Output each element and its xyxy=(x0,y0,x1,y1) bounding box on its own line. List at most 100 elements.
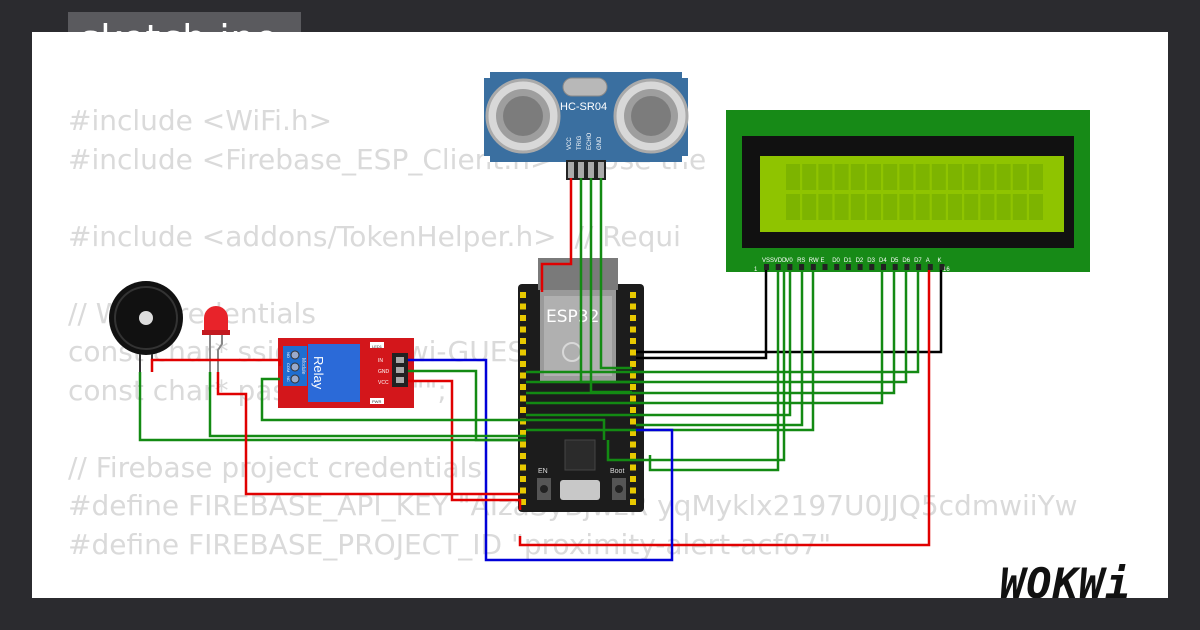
lcd-cell xyxy=(802,164,817,190)
esp32-pin[interactable] xyxy=(520,361,526,367)
lcd-pin-label: D2 xyxy=(856,258,864,264)
lcd-cell xyxy=(818,194,833,220)
wire-lcd-rs xyxy=(526,270,792,417)
esp32-pin[interactable] xyxy=(520,464,526,471)
lcd-pin[interactable] xyxy=(881,264,886,270)
lcd-pin[interactable] xyxy=(834,264,840,270)
esp32-pin[interactable] xyxy=(520,453,526,459)
lcd-pin[interactable] xyxy=(916,264,922,270)
wire-lcd-e xyxy=(526,270,815,432)
esp32-pin[interactable] xyxy=(520,315,526,321)
wire-lcd-d7 xyxy=(526,270,920,374)
lcd-pin[interactable] xyxy=(822,264,828,270)
lcd-cell xyxy=(931,194,946,220)
lcd-pin-label: VSS xyxy=(762,258,774,264)
esp32-pin[interactable] xyxy=(520,372,526,379)
hc-sr04-sensor[interactable]: HC-SR04 VCC TRIG ECHO GND xyxy=(484,72,689,180)
wire-buzzer-pos xyxy=(150,358,282,372)
esp32-pin[interactable] xyxy=(520,384,526,390)
esp32-pin[interactable] xyxy=(630,303,636,310)
esp32-pin[interactable] xyxy=(520,476,526,482)
lcd-pin[interactable] xyxy=(845,264,851,270)
lcd-pin-label: RS xyxy=(797,258,805,264)
esp32-pin[interactable] xyxy=(630,476,636,482)
esp32-pin[interactable] xyxy=(630,395,636,402)
lcd-pin[interactable] xyxy=(939,264,945,270)
wire-led-anode xyxy=(216,372,520,496)
hc-sr04-label: HC-SR04 xyxy=(560,101,607,113)
esp32-pins-right xyxy=(630,292,636,505)
esp32-pin[interactable] xyxy=(630,315,636,321)
esp32-pin[interactable] xyxy=(630,292,636,298)
lcd-pin[interactable] xyxy=(764,264,769,270)
esp32-pin[interactable] xyxy=(520,303,526,310)
lcd-pin[interactable] xyxy=(857,264,863,270)
wire-lcd-k xyxy=(636,270,943,354)
esp32-pin[interactable] xyxy=(630,430,636,436)
esp32-pin[interactable] xyxy=(520,292,526,298)
wire-lcd-vss xyxy=(636,270,768,360)
wire-relay-com xyxy=(260,377,606,440)
esp32-pin[interactable] xyxy=(520,487,526,494)
lcd-pin[interactable] xyxy=(927,264,933,270)
esp32-pin[interactable] xyxy=(520,338,526,344)
relay-pin-gnd: GND xyxy=(378,369,390,375)
esp32-pin[interactable] xyxy=(630,464,636,471)
lcd-cell xyxy=(964,164,979,190)
esp32-pin[interactable] xyxy=(520,499,526,505)
relay-led1-label: LED1 xyxy=(372,344,383,349)
lcd-pin-last: 16 xyxy=(943,267,950,273)
lcd-pin[interactable] xyxy=(775,264,781,270)
pin-label-gnd: GND xyxy=(597,136,603,150)
esp32-pin[interactable] xyxy=(630,441,636,448)
esp32-pin[interactable] xyxy=(630,338,636,344)
lcd-cell xyxy=(1029,164,1043,190)
lcd-cell xyxy=(996,194,1011,220)
lcd-pin-label: RW xyxy=(809,258,819,264)
esp32-pin[interactable] xyxy=(520,395,526,402)
lcd-cell xyxy=(802,194,817,220)
esp32-pin[interactable] xyxy=(520,430,526,436)
lcd-pin-label: D3 xyxy=(867,258,875,264)
esp32-pin[interactable] xyxy=(630,499,636,505)
wire-lcd-vdd xyxy=(648,270,780,472)
relay-module[interactable]: NO COM NC Relay Module LED1 PWR IN GND V… xyxy=(278,338,414,408)
lcd-cell xyxy=(899,194,914,220)
lcd-pin[interactable] xyxy=(799,264,805,270)
lcd-pin[interactable] xyxy=(892,264,898,270)
esp32-pin[interactable] xyxy=(630,453,636,459)
lcd-cell xyxy=(786,194,800,220)
red-led[interactable] xyxy=(202,306,230,372)
esp32-board[interactable]: ESP32 EN Boot xyxy=(518,258,644,512)
lcd-cell xyxy=(980,164,995,190)
lcd-pin[interactable] xyxy=(787,264,793,270)
relay-terminal-com: COM xyxy=(286,363,291,372)
wire-lcd-d4 xyxy=(526,270,884,405)
esp32-pin[interactable] xyxy=(630,384,636,390)
esp32-pin[interactable] xyxy=(630,326,636,333)
lcd-cell xyxy=(834,164,849,190)
esp32-pin[interactable] xyxy=(520,441,526,448)
esp32-pin[interactable] xyxy=(630,372,636,379)
lcd-cell xyxy=(931,164,946,190)
lcd-pin[interactable] xyxy=(869,264,875,270)
lcd-cell xyxy=(883,164,898,190)
esp32-pin[interactable] xyxy=(630,487,636,494)
lcd-pin[interactable] xyxy=(904,264,910,270)
boot-button-label: Boot xyxy=(610,468,624,475)
esp32-pin[interactable] xyxy=(630,349,636,356)
wire-relay-vcc xyxy=(408,379,522,510)
esp32-pin[interactable] xyxy=(520,349,526,356)
esp32-pin[interactable] xyxy=(520,326,526,333)
code-line: #include <WiFi.h> xyxy=(68,104,333,137)
esp32-pin[interactable] xyxy=(630,361,636,367)
esp32-pin[interactable] xyxy=(630,418,636,425)
relay-terminal-nc: NC xyxy=(286,376,291,382)
esp32-pin[interactable] xyxy=(630,407,636,413)
lcd-pin[interactable] xyxy=(810,264,816,270)
esp32-pin[interactable] xyxy=(520,418,526,425)
lcd-cell xyxy=(948,164,962,190)
buzzer[interactable] xyxy=(109,281,183,372)
esp32-pin[interactable] xyxy=(520,407,526,413)
